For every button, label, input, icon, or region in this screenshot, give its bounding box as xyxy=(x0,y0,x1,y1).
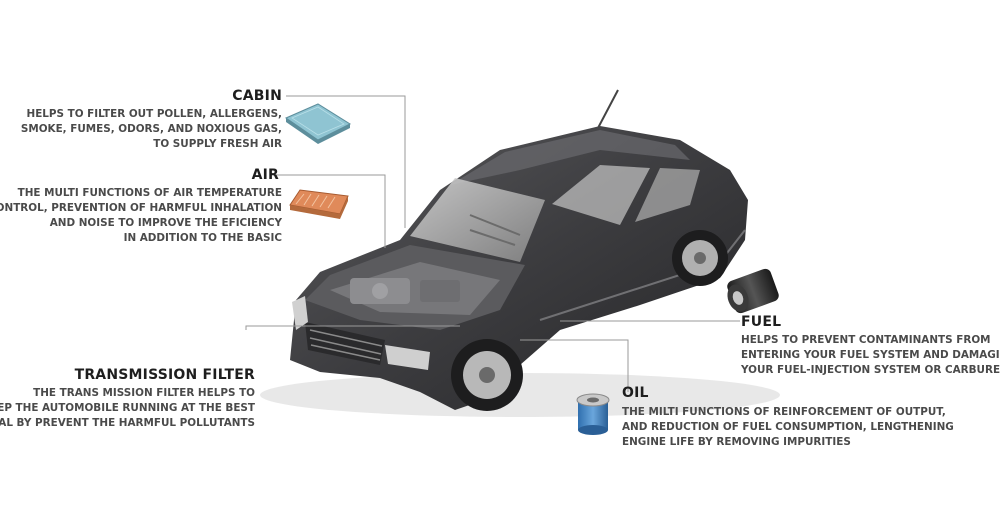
cabin-description: HELPS TO FILTER OUT POLLEN, ALLERGENS, S… xyxy=(21,107,282,152)
transmission-description-line: KEEP THE AUTOMOBILE RUNNING AT THE BEST xyxy=(0,402,255,414)
air-title: AIR xyxy=(251,167,279,183)
cabin-filter-icon xyxy=(284,103,352,144)
oil-description: THE MILTI FUNCTIONS OF REINFORCEMENT OF … xyxy=(622,405,954,450)
oil-filter-icon xyxy=(576,393,610,435)
fuel-filter-icon xyxy=(727,268,779,314)
fuel-description-line: ENTERING YOUR FUEL SYSTEM AND DAMAGING xyxy=(741,349,1000,361)
cabin-description-line: TO SUPPLY FRESH AIR xyxy=(153,138,282,150)
air-description-line: AND NOISE TO IMPROVE THE EFICIENCY xyxy=(49,217,282,229)
oil-description-line: AND REDUCTION OF FUEL CONSUMPTION, LENGT… xyxy=(622,421,954,433)
cabin-title: CABIN xyxy=(232,88,282,104)
air-leader-line xyxy=(270,174,386,248)
leader-lines xyxy=(245,95,740,392)
transmission-description-line: THE TRANS MISSION FILTER HELPS TO xyxy=(33,387,255,399)
fuel-title: FUEL xyxy=(741,314,782,330)
air-description-line: IN ADDITION TO THE BASIC xyxy=(123,232,282,244)
cabin-description-line: SMOKE, FUMES, ODORS, AND NOXIOUS GAS, xyxy=(20,123,282,135)
fuel-description-line: YOUR FUEL-INJECTION SYSTEM OR CARBURETOR xyxy=(741,364,1000,376)
fuel-description-line: HELPS TO PREVENT CONTAMINANTS FROM xyxy=(741,334,991,346)
transmission-description: THE TRANS MISSION FILTER HELPS TO KEEP T… xyxy=(0,386,255,431)
oil-leader-line xyxy=(520,339,629,392)
fuel-description: HELPS TO PREVENT CONTAMINANTS FROM ENTER… xyxy=(741,333,1000,378)
car-body xyxy=(260,89,780,417)
oil-description-line: THE MILTI FUNCTIONS OF REINFORCEMENT OF … xyxy=(622,406,946,418)
cabin-description-line: HELPS TO FILTER OUT POLLEN, ALLERGENS, xyxy=(26,108,283,120)
oil-description-line: ENGINE LIFE BY REMOVING IMPURITIES xyxy=(622,436,851,448)
oil-title: OIL xyxy=(622,385,649,401)
transmission-title: TRANSMISSION FILTER xyxy=(74,367,255,383)
air-description-line: THE MULTI FUNCTIONS OF AIR TEMPERATURE xyxy=(17,187,282,199)
transmission-description-line: LEVAL BY PREVENT THE HARMFUL POLLUTANTS xyxy=(0,417,255,429)
air-description-line: CONTROL, PREVENTION OF HARMFUL INHALATIO… xyxy=(0,202,282,214)
air-description: THE MULTI FUNCTIONS OF AIR TEMPERATURE C… xyxy=(0,186,282,246)
cabin-leader-line xyxy=(286,95,406,228)
transmission-leader-line xyxy=(245,325,460,330)
air-filter-icon xyxy=(289,189,349,219)
